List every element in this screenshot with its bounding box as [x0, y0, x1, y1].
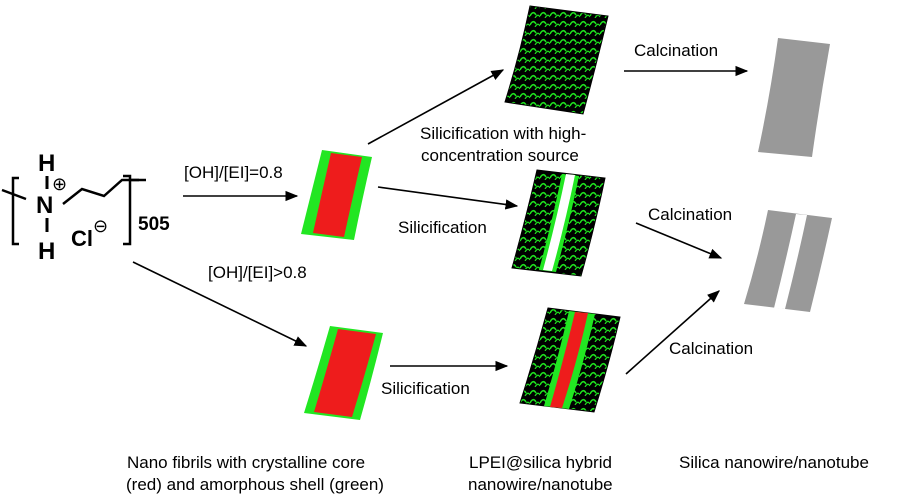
arrow-to-high-silicification	[367, 69, 505, 145]
hybrid-middle-hollow	[543, 174, 575, 271]
hybrid-caption-line2: nanowire/nanotube	[468, 475, 613, 494]
ethylene-chain	[62, 178, 139, 205]
silicification-middle-label: Silicification	[398, 218, 487, 237]
fibrils-caption-line2: (red) and amorphous shell (green)	[126, 475, 384, 494]
atom-n: N	[36, 192, 53, 219]
fibril-bottom	[304, 326, 383, 420]
hybrid-top-nanowire	[504, 5, 609, 115]
repeat-count: 505	[138, 214, 170, 235]
arrow-polymer-to-fibril-bottom	[132, 261, 308, 347]
silica-nanotube	[744, 210, 832, 312]
ratio-greater-label: [OH]/[EI]>0.8	[208, 263, 307, 282]
hybrid-caption-line1: LPEI@silica hybrid	[469, 453, 612, 472]
arrow-calcination-bottom	[625, 290, 720, 375]
ratio-equal-label: [OH]/[EI]=0.8	[184, 163, 283, 182]
atom-h-top: H	[38, 150, 55, 177]
hybrid-bottom-core	[550, 312, 588, 408]
silicification-high-line2: concentration source	[421, 146, 579, 165]
hybrid-bottom-nanowire	[519, 307, 621, 413]
fibril-top	[301, 150, 372, 240]
bond-left-chain	[1, 188, 27, 201]
calcination-bottom-label: Calcination	[669, 339, 753, 358]
silica-nanotube-hollow	[774, 214, 807, 309]
hybrid-top-body	[504, 5, 609, 115]
calcination-middle-label: Calcination	[648, 205, 732, 224]
plus-charge-icon: ⊕	[52, 174, 67, 194]
bracket-right	[123, 174, 132, 246]
fibril-top-core	[313, 153, 362, 237]
labels: [OH]/[EI]=0.8 [OH]/[EI]>0.8 Silicificati…	[126, 41, 869, 494]
bracket-left	[11, 176, 19, 246]
lpei-structure: H N H ⊕ Cl ⊖ 505	[1, 150, 170, 265]
silica-nanowire-body	[758, 38, 830, 157]
arrow-to-middle-silicification	[377, 186, 519, 210]
arrows	[132, 65, 749, 375]
fibril-bottom-core	[314, 329, 376, 417]
silicification-bottom-label: Silicification	[381, 379, 470, 398]
silica-nanowire	[758, 38, 830, 157]
silicification-high-line1: Silicification with high-	[420, 124, 586, 143]
calcination-top-label: Calcination	[634, 41, 718, 60]
arrow-calcination-middle	[635, 222, 723, 259]
minus-charge-icon: ⊖	[93, 216, 108, 236]
atom-h-bottom: H	[38, 238, 55, 265]
counter-ion: Cl	[71, 226, 93, 251]
hybrid-middle-nanotube	[511, 169, 606, 277]
fibrils-caption-line1: Nano fibrils with crystalline core	[127, 453, 365, 472]
silica-caption: Silica nanowire/nanotube	[679, 453, 869, 472]
